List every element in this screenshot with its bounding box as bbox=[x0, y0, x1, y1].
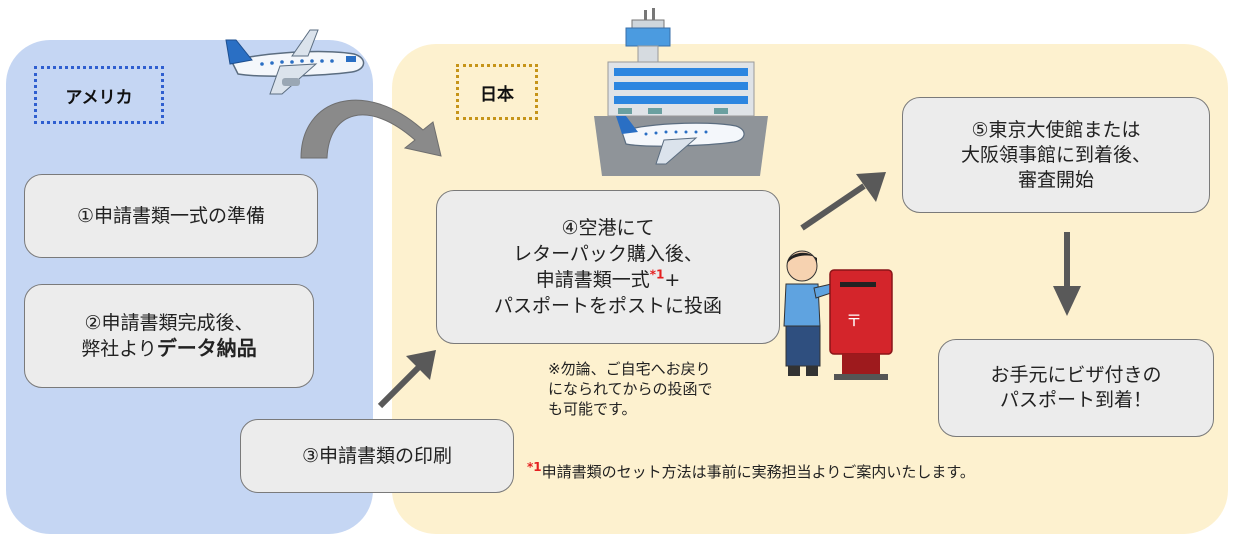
step-5-line-1: ⑤東京大使館または bbox=[971, 118, 1141, 141]
step-2-line-1: ②申請書類完成後、 bbox=[84, 311, 254, 334]
mail-note: ※勿論、ご自宅へお戻り になられてからの投函で も可能です。 bbox=[548, 359, 778, 419]
step-3-text: ③申請書類の印刷 bbox=[301, 444, 453, 467]
step-1-box: ①申請書類一式の準備 bbox=[24, 174, 318, 258]
mail-note-line-3: も可能です。 bbox=[548, 400, 637, 418]
arrow-step4-to-step5 bbox=[800, 172, 886, 231]
region-label-usa: アメリカ bbox=[34, 66, 164, 124]
step-2-box: ②申請書類完成後、 弊社よりデータ納品 bbox=[24, 284, 314, 388]
step-5-line-2: 大阪領事館に到着後、 bbox=[960, 143, 1151, 166]
step-2-line-2-plain: 弊社より bbox=[81, 337, 157, 360]
step-5-line-3: 審査開始 bbox=[1017, 168, 1094, 191]
step-4-line-3-tail: + bbox=[664, 269, 681, 291]
mail-note-line-2: になられてからの投函で bbox=[548, 380, 713, 398]
step-1-text: ①申請書類一式の準備 bbox=[76, 204, 266, 227]
curved-arrow-icon bbox=[300, 99, 442, 159]
person-icon bbox=[783, 250, 841, 376]
step-6-line-2: パスポート到着！ bbox=[999, 389, 1152, 411]
airplane-icon bbox=[225, 29, 365, 95]
step-4-line-1: ④空港にて bbox=[561, 217, 655, 239]
step-4-line-2: レターパック購入後、 bbox=[513, 243, 703, 265]
step-6-line-1: お手元にビザ付きの bbox=[990, 364, 1162, 386]
footnote: *1申請書類のセット方法は事前に実務担当よりご案内いたします。 bbox=[527, 460, 1167, 482]
step-2-line-2-bold: データ納品 bbox=[156, 335, 257, 360]
footnote-mark: *1 bbox=[527, 460, 542, 474]
svg-text:〒: 〒 bbox=[846, 311, 862, 330]
footnote-mark: *1 bbox=[649, 267, 665, 282]
step-5-box: ⑤東京大使館または 大阪領事館に到着後、 審査開始 bbox=[902, 97, 1210, 213]
region-label-japan: 日本 bbox=[456, 64, 538, 120]
mailbox-icon: 〒 bbox=[829, 269, 893, 380]
step-4-line-3-text: 申請書類一式 bbox=[535, 269, 650, 291]
step-4-line-4: パスポートをポストに投函 bbox=[493, 295, 722, 317]
arrow-step5-to-step6 bbox=[1053, 232, 1081, 316]
step-4-line-3: 申請書類一式*1+ bbox=[536, 267, 681, 293]
step-6-box: お手元にビザ付きの パスポート到着！ bbox=[938, 339, 1214, 437]
arrow-step3-to-step4 bbox=[377, 350, 436, 409]
footnote-text: 申請書類のセット方法は事前に実務担当よりご案内いたします。 bbox=[541, 463, 975, 481]
step-4-box: ④空港にて レターパック購入後、 申請書類一式*1+ パスポートをポストに投函 bbox=[436, 190, 780, 344]
airport-icon bbox=[594, 8, 768, 176]
step-3-box: ③申請書類の印刷 bbox=[240, 419, 514, 493]
mail-note-line-1: ※勿論、ご自宅へお戻り bbox=[548, 360, 711, 378]
step-2-line-2: 弊社よりデータ納品 bbox=[81, 336, 257, 362]
